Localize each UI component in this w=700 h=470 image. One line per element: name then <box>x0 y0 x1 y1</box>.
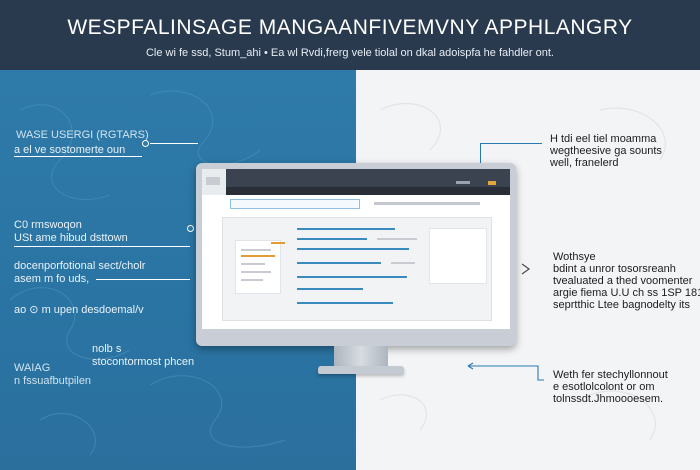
left-label-3: C0 rmswoqon USt ame hibud dsttown <box>14 219 128 245</box>
left-label-4-line-1: docenporfotional sect/cholr <box>14 260 146 272</box>
header-banner: WESPFALINSAGE MANGAANFIVEMVNY APPHLANGRY… <box>0 0 700 70</box>
monitor-stand-base <box>318 366 404 374</box>
row-line <box>297 276 407 278</box>
left-label-5-line: ao ⊙ m upen desdoemal/v <box>14 304 144 316</box>
left-connector-dot-1 <box>142 140 149 147</box>
monitor-icon <box>196 163 516 346</box>
left-label-7: WAIAG n fssuafbutpilen <box>14 362 91 388</box>
toolbar-gray-marker <box>456 181 470 184</box>
right-label-1-line-2: wegtheesive ga sounts <box>550 145 662 157</box>
card-line <box>241 279 263 281</box>
row-line <box>297 238 367 240</box>
right-label-3-line-2: e esotlolcolont or om <box>553 381 655 393</box>
right-label-2-line-2: bdint a unror tosorsreanh <box>553 263 676 275</box>
left-label-5: ao ⊙ m upen desdoemal/v <box>14 304 144 317</box>
row-line <box>297 302 393 304</box>
right-label-1-line-1: H tdi eel tiel moamma <box>550 133 657 145</box>
row-line <box>297 262 381 264</box>
right-label-2-line-4: argie fiema U.U ch ss 1SP 181 <box>553 287 700 299</box>
chevron-right-icon <box>521 263 531 275</box>
sidebar-card <box>235 240 281 294</box>
app-topbar <box>202 169 510 187</box>
row-marker-orange <box>271 242 285 244</box>
right-label-2-line-1: Wothsye <box>553 251 596 263</box>
card-line <box>241 271 271 273</box>
card-line <box>241 249 271 251</box>
row-line <box>297 248 409 250</box>
arrow-icon <box>467 362 544 381</box>
left-label-6-line-1: nolb s <box>92 343 122 355</box>
right-label-1-line-3: well, franelerd <box>550 157 619 169</box>
page-title: WESPFALINSAGE MANGAANFIVEMVNY APPHLANGRY <box>67 16 633 39</box>
card-line-orange <box>241 255 275 257</box>
row-line <box>297 288 363 290</box>
search-input <box>230 199 360 209</box>
left-label-7-line-2: n fssuafbutpilen <box>14 375 92 387</box>
monitor-screen <box>202 169 510 329</box>
right-connector-1-horz <box>480 143 542 144</box>
app-logo-box <box>202 169 226 195</box>
row-line <box>297 228 395 230</box>
right-label-2: Wothsye bdint a unror tosorsreanh tvealu… <box>553 251 700 311</box>
right-connector-1-vert <box>480 143 481 163</box>
right-label-3-line-1: Weth fer stechyllonnout <box>553 369 668 381</box>
page-subtitle: Cle wi fe ssd, Stum_ahi • Ea wl Rvdi,fre… <box>145 47 554 59</box>
header-gray-bar <box>374 202 480 205</box>
right-label-2-line-3: tvealuated a thed voomenter <box>553 275 693 287</box>
left-label-6: nolb s stocontormost phcen <box>92 343 194 369</box>
left-label-4-line-2: asem m fo uds, <box>14 273 90 285</box>
left-label-1: WASE USERGI (RGTARS) <box>16 129 149 142</box>
monitor-stand-neck <box>334 346 388 368</box>
left-label-2: a el ve sostomerte oun <box>14 144 125 157</box>
right-label-3-line-3: tolnssdt.Jhmoooesem. <box>553 393 664 405</box>
content-panel <box>222 217 492 321</box>
row-line-gray <box>391 262 415 264</box>
detail-card <box>429 228 487 284</box>
left-label-2-line: a el ve sostomerte oun <box>14 144 126 156</box>
left-label-6-line-2: stocontormost phcen <box>92 356 195 368</box>
left-label-1-line: WASE USERGI (RGTARS) <box>16 129 149 141</box>
left-label-7-line-1: WAIAG <box>14 362 51 374</box>
left-label-4: docenporfotional sect/cholr asem m fo ud… <box>14 260 145 286</box>
right-label-3: Weth fer stechyllonnout e esotlolcolont … <box>553 369 668 405</box>
app-subbar <box>202 187 510 195</box>
toolbar-orange-marker <box>488 181 496 185</box>
right-label-2-line-5: seprtthic Ltee bagnodelty its <box>553 299 690 311</box>
row-line-gray <box>377 238 417 240</box>
card-line <box>241 263 265 265</box>
left-label-3-line-2: USt ame hibud dsttown <box>14 232 128 244</box>
left-connector-1 <box>14 156 142 157</box>
right-label-1: H tdi eel tiel moamma wegtheesive ga sou… <box>550 133 662 169</box>
left-connector-dot-2 <box>187 225 194 232</box>
left-connector-1b <box>150 143 198 144</box>
left-label-3-line-1: C0 rmswoqon <box>14 219 82 231</box>
left-connector-3 <box>96 279 190 280</box>
left-connector-2 <box>14 246 190 247</box>
